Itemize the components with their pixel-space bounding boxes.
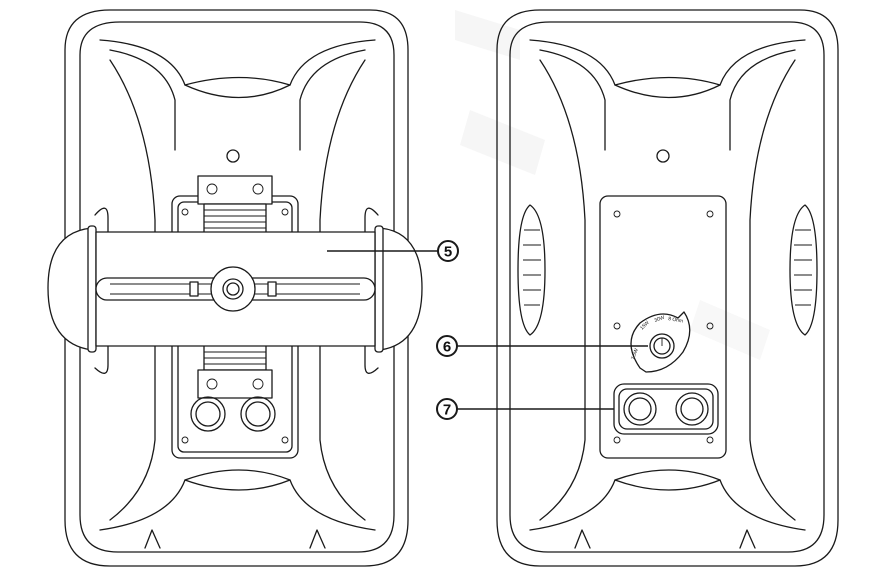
left-bottom-curve [184,469,291,481]
left-side-col-left [109,59,156,521]
left-port-1 [190,396,226,432]
selector-mark-4: 8 Ohm [668,316,684,325]
callout-5: 5 [327,240,459,262]
left-top-arch [99,39,376,86]
callout-7-badge [436,398,458,420]
right-bottom-arch [529,479,806,531]
mounting-bracket [47,225,423,353]
speaker-left [47,9,423,567]
right-rear-panel [599,195,727,459]
selector-mark-1: 7.5W [630,347,640,360]
left-port-2 [240,396,276,432]
left-bottom-hinge [197,339,273,399]
input-terminals [613,383,719,435]
left-bottom-arch [99,479,376,531]
left-bottom-feet [144,529,326,549]
left-cabinet-outline [64,9,409,567]
callout-5-label: 5 [444,244,452,261]
selector-mark-2: 15W [639,320,651,332]
right-side-col-left [539,59,586,521]
right-side-handle-right [789,204,818,336]
left-top-arch-inner [109,49,366,151]
left-top-screw [226,149,240,163]
callout-6-label: 6 [443,339,451,356]
left-cabinet-inner-rim [79,21,395,553]
watermark [455,10,770,360]
left-top-curve [184,84,291,99]
callout-7: 7 [436,398,614,420]
right-side-col-right [749,59,796,521]
selector-mark-3: 30W [654,315,666,324]
right-top-arch [529,39,806,86]
right-cabinet-outline [496,9,839,567]
callout-5-badge [437,240,459,262]
speaker-right: 7.5W 15W 30W 8 Ohm [496,9,839,567]
callout-6-badge [436,335,458,357]
callout-6: 6 [436,335,648,357]
callout-7-label: 7 [443,402,451,419]
left-top-hinge [197,175,273,235]
power-tap-selector: 7.5W 15W 30W 8 Ohm [630,311,691,373]
left-side-col-right [319,59,366,521]
right-cabinet-inner-rim [509,21,825,553]
right-top-screw [656,149,670,163]
right-side-handle-left [517,204,546,336]
